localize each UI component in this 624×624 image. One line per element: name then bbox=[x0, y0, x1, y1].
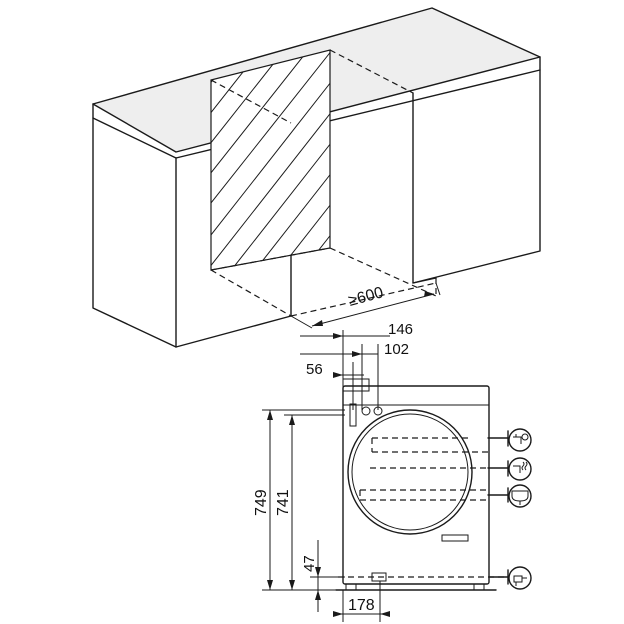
connection-lines bbox=[487, 430, 509, 585]
appliance-front bbox=[335, 378, 505, 591]
dimension-102: 102 bbox=[300, 341, 409, 410]
dim-178-label: 178 bbox=[348, 597, 375, 614]
dimension-width-600: ≥600 bbox=[290, 282, 441, 329]
dimension-741: 741 bbox=[275, 414, 345, 590]
dimension-47: 47 bbox=[301, 540, 345, 612]
dim-47-label: 47 bbox=[301, 555, 318, 572]
hot-water-inlet-icon bbox=[508, 457, 532, 481]
dimension-146: 146 bbox=[300, 321, 413, 388]
water-inlet-tap-icon bbox=[508, 428, 532, 452]
dim-102-label: 102 bbox=[384, 341, 409, 358]
dimension-749: 749 bbox=[253, 409, 345, 591]
width-label: ≥600 bbox=[347, 284, 386, 310]
dimension-178: 178 bbox=[333, 581, 390, 622]
dimension-56: 56 bbox=[306, 361, 364, 410]
drain-hose-icon bbox=[508, 484, 532, 508]
power-plug-icon bbox=[508, 566, 532, 590]
dim-146-label: 146 bbox=[388, 321, 413, 338]
height-741-label: 741 bbox=[275, 489, 292, 516]
height-749-label: 749 bbox=[253, 489, 270, 516]
dim-56-label: 56 bbox=[306, 361, 323, 378]
